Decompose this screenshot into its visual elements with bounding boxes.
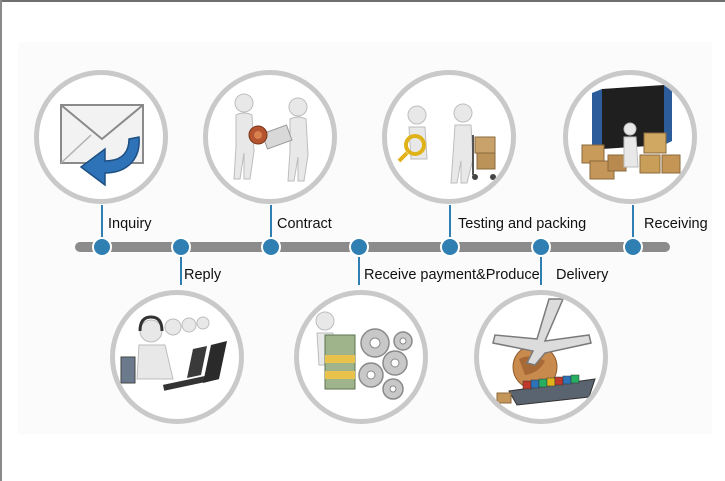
node-receiving <box>623 237 643 257</box>
label-reply: Reply <box>184 267 222 283</box>
inspection-and-boxes-icon <box>397 103 496 184</box>
circle-contract <box>203 70 337 204</box>
circle-receiving <box>563 70 697 204</box>
label-testing: Testing and packing <box>458 216 587 232</box>
stem-receiving <box>632 205 634 245</box>
circle-inquiry <box>34 70 168 204</box>
node-receive-payment <box>349 237 369 257</box>
stem-delivery <box>540 250 542 285</box>
label-inquiry: Inquiry <box>108 216 152 232</box>
handshake-contract-stamp-icon <box>233 93 309 182</box>
label-contract: Contract <box>277 216 332 232</box>
call-center-operators-icon <box>120 315 227 391</box>
window-left-border <box>0 0 2 481</box>
label-receive-payment: Receive payment&Produce <box>364 267 540 283</box>
container-with-cartons-icon <box>581 85 681 180</box>
circle-receive-payment <box>294 290 428 424</box>
node-reply <box>171 237 191 257</box>
circle-testing <box>382 70 516 204</box>
airplane-ship-globe-icon <box>492 298 596 406</box>
circle-reply <box>110 290 244 424</box>
stem-contract <box>270 205 272 245</box>
money-and-gears-icon <box>315 311 413 400</box>
label-receiving: Receiving <box>644 216 708 232</box>
stem-receive-payment <box>358 250 360 285</box>
node-inquiry <box>92 237 112 257</box>
label-delivery: Delivery <box>556 267 609 283</box>
envelope-reply-icon <box>60 104 144 187</box>
stem-testing <box>449 205 451 245</box>
node-delivery <box>531 237 551 257</box>
node-testing <box>440 237 460 257</box>
circle-delivery <box>474 290 608 424</box>
process-timeline <box>75 242 670 252</box>
stem-inquiry <box>101 205 103 245</box>
node-contract <box>261 237 281 257</box>
window-top-border <box>0 0 725 2</box>
stem-reply <box>180 250 182 285</box>
